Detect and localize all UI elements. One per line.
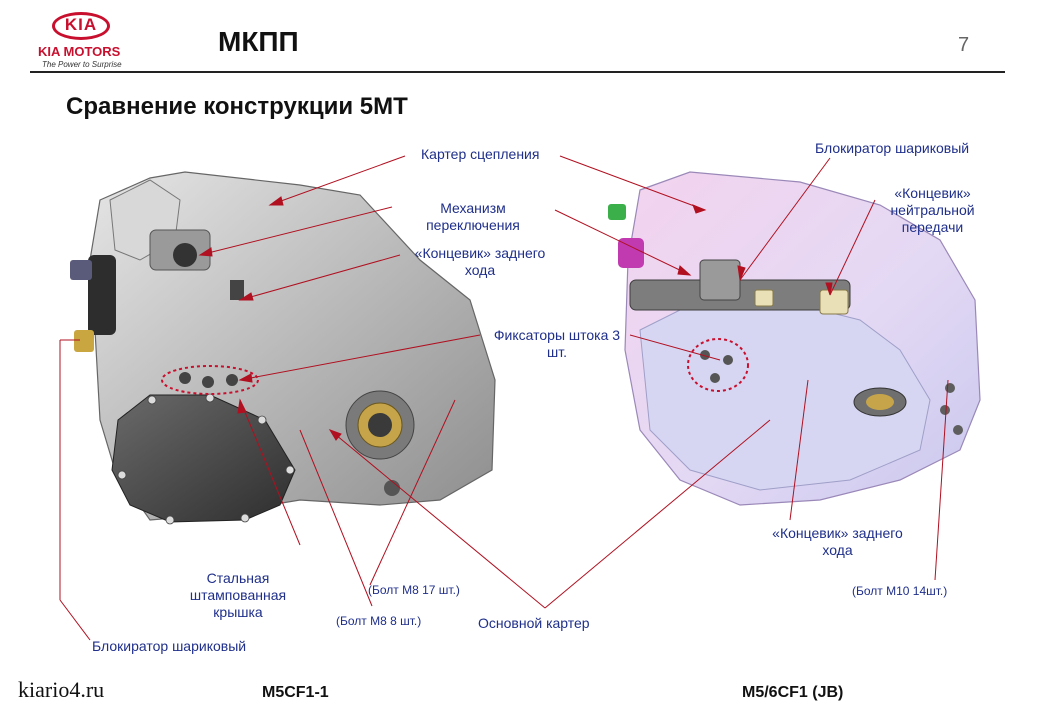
- label-steel-cover-line1: Стальная: [206, 570, 270, 586]
- label-neutral-switch-line2: нейтральной: [890, 202, 975, 218]
- label-rod-detents-line1: Фиксаторы штока 3: [493, 327, 621, 343]
- label-reverse-switch-right-line2: хода: [822, 542, 853, 558]
- slide-subtitle: Сравнение конструкции 5МТ: [66, 93, 408, 120]
- label-steel-cover-line3: крышка: [213, 604, 263, 620]
- label-shift-mechanism: Механизм переключения: [418, 200, 528, 234]
- label-neutral-switch-line3: передачи: [901, 219, 964, 235]
- header-divider: [30, 71, 1005, 73]
- kia-motors-logo: KIA KIA MOTORS The Power to Surprise: [22, 10, 132, 70]
- label-shift-mechanism-line2: переключения: [426, 217, 520, 233]
- label-reverse-switch-right-line1: «Концевик» заднего: [772, 525, 903, 541]
- label-steel-cover-line2: штампованная: [189, 587, 287, 603]
- left-gearbox: [70, 171, 496, 525]
- label-ball-lock-right: Блокиратор шариковый: [815, 140, 970, 156]
- label-shift-mechanism-line1: Механизм: [440, 200, 506, 216]
- label-main-housing: Основной картер: [478, 615, 590, 631]
- label-bolt-m8-8: (Болт М8 8 шт.): [336, 614, 422, 628]
- label-reverse-switch-left-line1: «Концевик» заднего: [414, 245, 546, 261]
- label-steel-cover: Стальная штампованная крышка: [178, 570, 298, 621]
- label-reverse-switch-left-line2: хода: [464, 262, 496, 278]
- label-ball-lock-left: Блокиратор шариковый: [92, 638, 247, 654]
- label-reverse-switch-left: «Концевик» заднего хода: [400, 245, 560, 279]
- leader-lines: [59, 155, 949, 641]
- logo-oval: [52, 12, 110, 40]
- label-neutral-switch: «Концевик» нейтральной передачи: [875, 185, 990, 236]
- right-gearbox: [608, 171, 981, 506]
- label-bolt-m8-17: (Болт М8 17 шт.): [368, 583, 460, 597]
- watermark: kiario4.ru: [18, 677, 105, 702]
- slide-title: МКПП: [218, 26, 299, 57]
- label-rod-detents: Фиксаторы штока 3 шт.: [482, 327, 632, 361]
- label-reverse-switch-right: «Концевик» заднего хода: [760, 525, 915, 559]
- label-clutch-housing: Картер сцепления: [421, 146, 540, 162]
- footer-left-model: M5CF1-1: [262, 684, 329, 701]
- label-bolt-m10-14: (Болт М10 14шт.): [852, 584, 948, 598]
- logo-brand: KIA: [64, 15, 98, 34]
- label-rod-detents-line2: шт.: [547, 344, 567, 360]
- label-neutral-switch-line1: «Концевик»: [894, 185, 971, 201]
- page-number: 7: [958, 34, 970, 56]
- footer-right-model: M5/6CF1 (JB): [742, 684, 844, 701]
- logo-motors-text: KIA MOTORS: [38, 44, 121, 59]
- logo-tagline: The Power to Surprise: [42, 60, 122, 69]
